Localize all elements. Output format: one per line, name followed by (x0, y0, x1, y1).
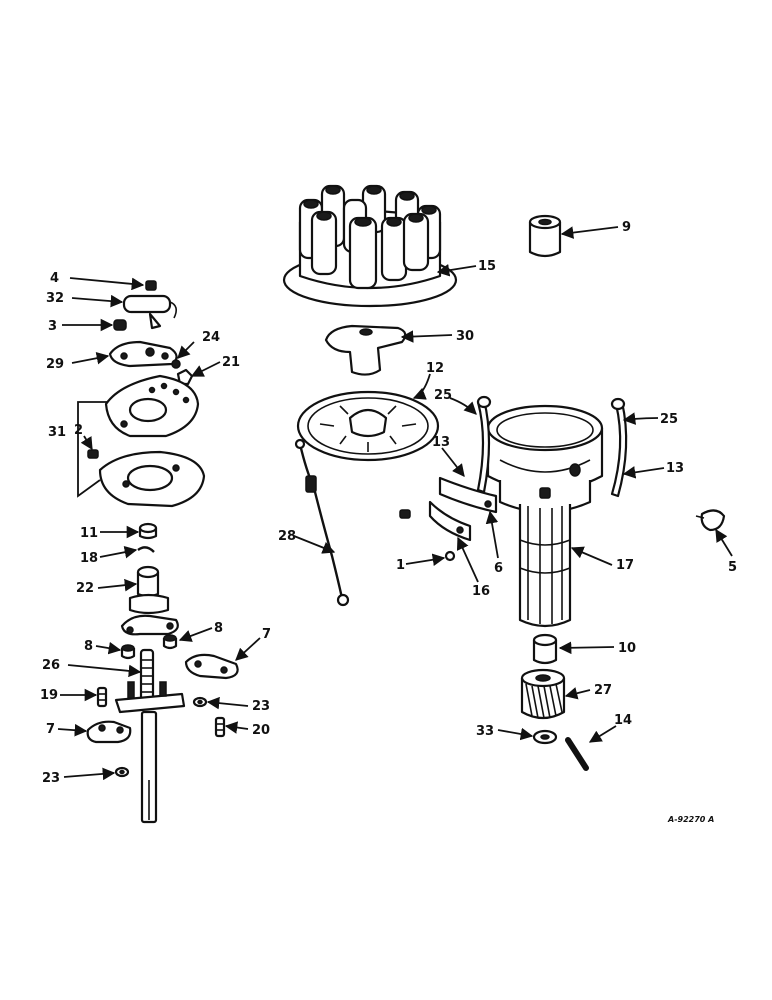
distributor-housing-part (486, 404, 604, 628)
washer-23-lower-part (114, 766, 130, 778)
callout-22: 22 (76, 581, 94, 596)
callout-7-lower: 7 (46, 722, 55, 737)
callout-24: 24 (202, 330, 220, 345)
rotor-part (324, 324, 407, 376)
callout-25-left: 25 (434, 388, 452, 403)
breaker-plate-lower-part (98, 450, 206, 508)
washer-23-upper-part (192, 696, 208, 708)
clamp-part (428, 476, 498, 542)
screw-3-part (113, 319, 127, 331)
weight-spring-8-left-part (120, 644, 136, 660)
callout-19: 19 (40, 688, 58, 703)
dust-shield-part (296, 390, 440, 462)
condenser-part (122, 294, 178, 330)
callout-6: 6 (494, 561, 503, 576)
cam-part (120, 565, 179, 636)
breaker-plate-upper-part (104, 374, 200, 438)
callout-2: 2 (74, 423, 83, 438)
callout-16: 16 (472, 584, 490, 599)
shaft-part (114, 648, 186, 824)
callout-7-upper: 7 (262, 627, 271, 642)
callout-23-lower: 23 (42, 771, 60, 786)
screw-4-part (145, 280, 157, 291)
callout-labels: 4 32 3 24 29 21 31 2 11 18 22 8 8 7 26 1… (40, 220, 737, 824)
callout-11: 11 (80, 526, 98, 541)
drive-gear-part (520, 668, 566, 720)
callout-17: 17 (616, 558, 634, 573)
plug-part (695, 509, 726, 532)
callout-20: 20 (252, 723, 270, 738)
leader-lines (57, 226, 733, 781)
pin-19-part (96, 686, 108, 708)
callout-30: 30 (456, 329, 474, 344)
callout-15: 15 (478, 259, 496, 274)
callout-12: 12 (426, 361, 444, 376)
callout-32: 32 (46, 291, 64, 306)
pin-20-part (214, 716, 226, 738)
callout-3: 3 (48, 319, 57, 334)
callout-14: 14 (614, 713, 632, 728)
rivet-part (444, 550, 456, 562)
pin-part (565, 737, 589, 771)
callout-31: 31 (48, 425, 66, 440)
nut-24-part (171, 359, 181, 369)
callout-10: 10 (618, 641, 636, 656)
retainer-ring-part (137, 546, 155, 553)
washer-part (532, 729, 558, 745)
callout-18: 18 (80, 551, 98, 566)
distributor-cap-part (282, 184, 458, 308)
callout-8-left: 8 (84, 639, 93, 654)
screw-part (399, 509, 411, 519)
callout-33: 33 (476, 724, 494, 739)
callout-8-right: 8 (214, 621, 223, 636)
cap-spring-part-left (476, 395, 492, 494)
callout-28: 28 (278, 529, 296, 544)
callout-5: 5 (728, 560, 737, 575)
weight-7-lower-part (86, 720, 132, 744)
breaker-points-part (108, 340, 178, 368)
screw-2-part (87, 449, 99, 459)
callout-4: 4 (50, 271, 59, 286)
weight-spring-8-right-part (162, 634, 178, 650)
drive-bushing-part (532, 633, 558, 665)
weight-7-upper-part (184, 653, 239, 680)
callout-26: 26 (42, 658, 60, 673)
callout-1: 1 (396, 558, 405, 573)
felt-wick-part (138, 522, 158, 540)
callout-13-right: 13 (666, 461, 684, 476)
callout-13-left: 13 (432, 435, 450, 450)
callout-31-bracket (77, 401, 108, 498)
reference-code: A-92270 A (667, 815, 714, 824)
callout-25-right: 25 (660, 412, 678, 427)
bushing-part (528, 214, 562, 258)
callout-21: 21 (222, 355, 240, 370)
cap-spring-part-right (610, 397, 628, 498)
callout-29: 29 (46, 357, 64, 372)
callout-9: 9 (622, 220, 631, 235)
callout-23-upper: 23 (252, 699, 270, 714)
callout-27: 27 (594, 683, 612, 698)
ground-wire-part (294, 438, 350, 607)
